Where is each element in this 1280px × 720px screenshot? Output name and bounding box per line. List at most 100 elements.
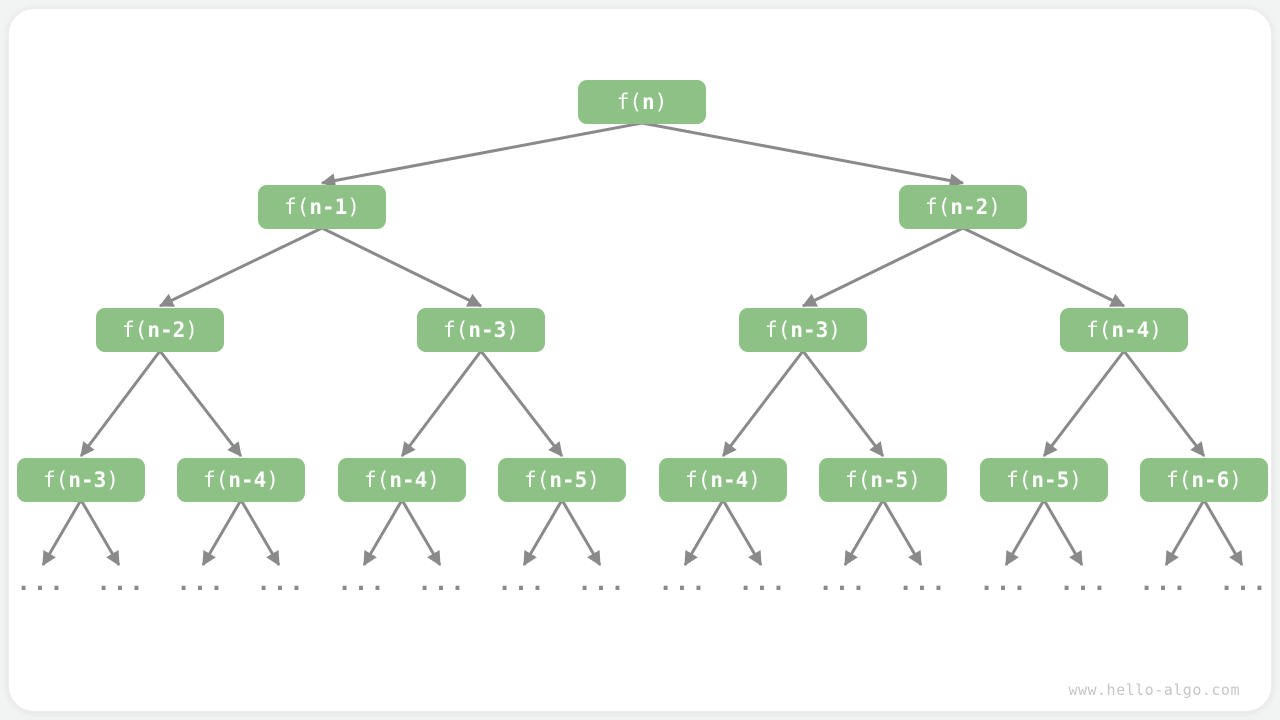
arrow-edge [158,226,323,308]
arrow-edge [1202,499,1244,567]
arrow-edge [1042,350,1126,457]
node-label-post: ) [506,317,519,342]
arrow-edge [721,499,763,567]
node-label-arg: n [641,89,655,114]
arrow-edge [1164,499,1206,567]
node-label-pre: f( [284,194,310,219]
ellipsis-leaf: ... [738,568,788,596]
tree-node: f(n-4) [177,458,305,502]
tree-node: f(n-1) [258,185,386,229]
arrow-edge [1042,499,1084,567]
node-label-pre: f( [925,194,951,219]
arrow-edge [321,226,483,308]
ellipsis-leaf: ... [898,568,948,596]
node-label-pre: f( [765,317,791,342]
figure-card [8,8,1272,712]
arrow-edge [1122,350,1206,457]
node-label-pre: f( [524,467,550,492]
node-label-pre: f( [443,317,469,342]
arrow-edge [801,226,964,308]
arrow-edge [801,350,885,457]
arrow-edge [843,499,885,567]
node-label-pre: f( [364,467,390,492]
arrow-edge [158,350,243,457]
node-label-post: ) [654,89,668,114]
node-label-post: ) [828,317,841,342]
node-label-pre: f( [1166,467,1192,492]
tree-node: f(n-6) [1140,458,1268,502]
node-label-arg: n-3 [68,467,107,492]
node-label-arg: n-4 [710,467,749,492]
node-label-arg: n-4 [389,467,428,492]
node-label-pre: f( [43,467,69,492]
ellipsis-leaf: ... [417,568,467,596]
tree-node: f(n-2) [96,308,224,352]
node-label-post: ) [106,467,119,492]
arrow-edge [362,499,404,567]
tree-node: f(n-5) [498,458,626,502]
ellipsis-leaf: ... [1059,568,1109,596]
node-label-arg: n-5 [1031,467,1070,492]
node-label-post: ) [347,194,360,219]
arrow-edge [400,350,483,457]
arrow-edge [1004,499,1046,567]
node-label-arg: n-5 [549,467,588,492]
ellipsis-leaf: ... [658,568,708,596]
node-label-post: ) [748,467,761,492]
node-label-arg: n-5 [870,467,909,492]
tree-node: f(n-4) [659,458,787,502]
node-label-arg: n-2 [147,317,186,342]
node-label-arg: n-2 [950,194,989,219]
arrow-edge [881,499,923,567]
node-label-arg: n-1 [309,194,348,219]
arrow-edge [400,499,442,567]
ellipsis-leaf: ... [577,568,627,596]
ellipsis-leaf: ... [1219,568,1269,596]
tree-node: f(n) [578,80,706,124]
node-label-post: ) [266,467,279,492]
node-label-pre: f( [616,89,642,114]
node-label-arg: n-4 [228,467,267,492]
tree-node: f(n-5) [819,458,947,502]
ellipsis-leaf: ... [337,568,387,596]
arrow-edge [522,499,564,567]
arrow-edge [721,350,805,457]
arrow-edge [79,499,121,567]
arrow-edge [560,499,602,567]
node-label-post: ) [185,317,198,342]
node-label-arg: n-3 [790,317,829,342]
arrow-edge [79,350,162,457]
arrow-edge [239,499,281,567]
arrow-edge [320,121,643,188]
node-label-post: ) [1069,467,1082,492]
node-label-post: ) [908,467,921,492]
ellipsis-leaf: ... [818,568,868,596]
ellipsis-leaf: ... [176,568,226,596]
ellipsis-leaf: ... [979,568,1029,596]
node-label-pre: f( [685,467,711,492]
tree-node: f(n-3) [417,308,545,352]
watermark-text: www.hello-algo.com [1068,681,1240,699]
ellipsis-leaf: ... [1139,568,1189,596]
node-label-post: ) [587,467,600,492]
node-label-pre: f( [1086,317,1112,342]
arrow-edge [479,350,564,457]
ellipsis-leaf: ... [256,568,306,596]
node-label-post: ) [427,467,440,492]
arrow-edge [201,499,243,567]
node-label-pre: f( [122,317,148,342]
node-label-post: ) [988,194,1001,219]
node-label-pre: f( [1006,467,1032,492]
node-label-arg: n-6 [1191,467,1230,492]
arrow-edge [41,499,83,567]
ellipsis-leaf: ... [497,568,547,596]
ellipsis-leaf: ... [16,568,66,596]
node-label-arg: n-4 [1111,317,1150,342]
tree-node: f(n-4) [338,458,466,502]
tree-node: f(n-3) [739,308,867,352]
tree-node: f(n-2) [899,185,1027,229]
ellipsis-leaf: ... [96,568,146,596]
arrow-edge [641,121,965,188]
node-label-pre: f( [203,467,229,492]
